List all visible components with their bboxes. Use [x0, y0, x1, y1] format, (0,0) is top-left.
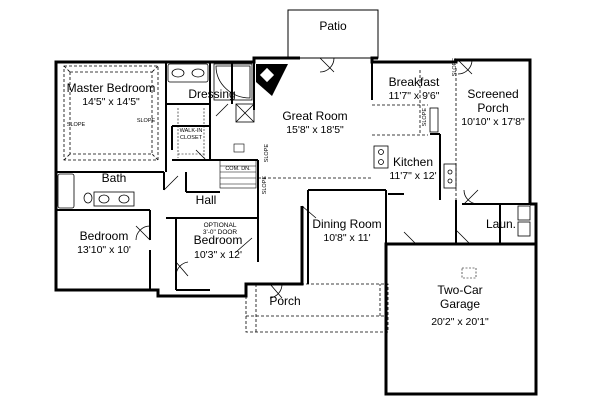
slope-note-porch: SLOPE — [451, 57, 458, 77]
screened-porch-dims: 10'10" x 17'8" — [461, 116, 525, 128]
slope-note-master-left: SLOPE — [66, 122, 86, 128]
great-room-label: Great Room — [282, 109, 348, 123]
kitchen-dims: 11'7" x 12' — [389, 170, 437, 182]
laundry-label: Laun. — [485, 217, 517, 231]
master-bedroom-label: Master Bedroom — [66, 81, 156, 95]
breakfast-dims: 11'7" x 9'6" — [388, 90, 440, 102]
walk-in-closet-label-2: CLOSET — [179, 135, 202, 141]
dining-room-label: Dining Room — [312, 217, 382, 231]
stair — [219, 143, 257, 189]
screened-porch-label-2: Porch — [477, 101, 509, 115]
door-swings — [135, 57, 479, 299]
closet-rods — [177, 108, 206, 158]
great-room-dims: 15'8" x 18'5" — [286, 124, 344, 136]
slope-note-breakfast: SLOPE — [421, 107, 428, 127]
kitchen-label: Kitchen — [392, 155, 434, 169]
bath-fixtures — [57, 63, 255, 209]
dining-room-dims: 10'8" x 11' — [323, 232, 371, 244]
porch-label: Porch — [269, 294, 301, 308]
bath-label: Bath — [101, 171, 127, 185]
optional-door-note-1: OPTIONAL — [203, 222, 237, 229]
bedroom-3-dims: 10'3" x 12' — [193, 249, 243, 261]
breakfast-label: Breakfast — [388, 75, 440, 89]
screened-porch-label-1: Screened — [467, 87, 519, 101]
bedroom-3-label: Bedroom — [193, 233, 243, 247]
patio-area — [287, 9, 379, 59]
slope-note-great-room-1: SLOPE — [263, 143, 270, 163]
garage-label-1: Two-Car — [437, 283, 483, 297]
ceiling-lines — [63, 65, 457, 333]
garage-label-2: Garage — [439, 297, 481, 311]
bedroom-2-dims: 13'10" x 10' — [77, 244, 131, 256]
kitchen-fixtures — [373, 107, 531, 237]
exterior-walls — [54, 56, 538, 396]
optional-door-note-2: 3'-0" DOOR — [202, 229, 238, 236]
garage-hatch — [461, 267, 477, 279]
garage-dims: 20'2" x 20'1" — [431, 316, 489, 328]
slope-note-master-right: SLOPE — [136, 118, 156, 124]
interior-walls — [56, 62, 530, 291]
fireplace — [256, 64, 288, 96]
bedroom-2-label: Bedroom — [79, 229, 129, 243]
patio-label: Patio — [319, 19, 347, 33]
dressing-label: Dressing — [188, 87, 236, 101]
master-bedroom-dims: 14'5" x 14'5" — [82, 96, 140, 108]
slope-note-great-room-2: SLOPE — [261, 175, 268, 195]
stair-note: COM. DN. — [225, 166, 251, 172]
hall-label: Hall — [195, 193, 217, 207]
walk-in-closet-label-1: WALK-IN — [179, 128, 203, 134]
